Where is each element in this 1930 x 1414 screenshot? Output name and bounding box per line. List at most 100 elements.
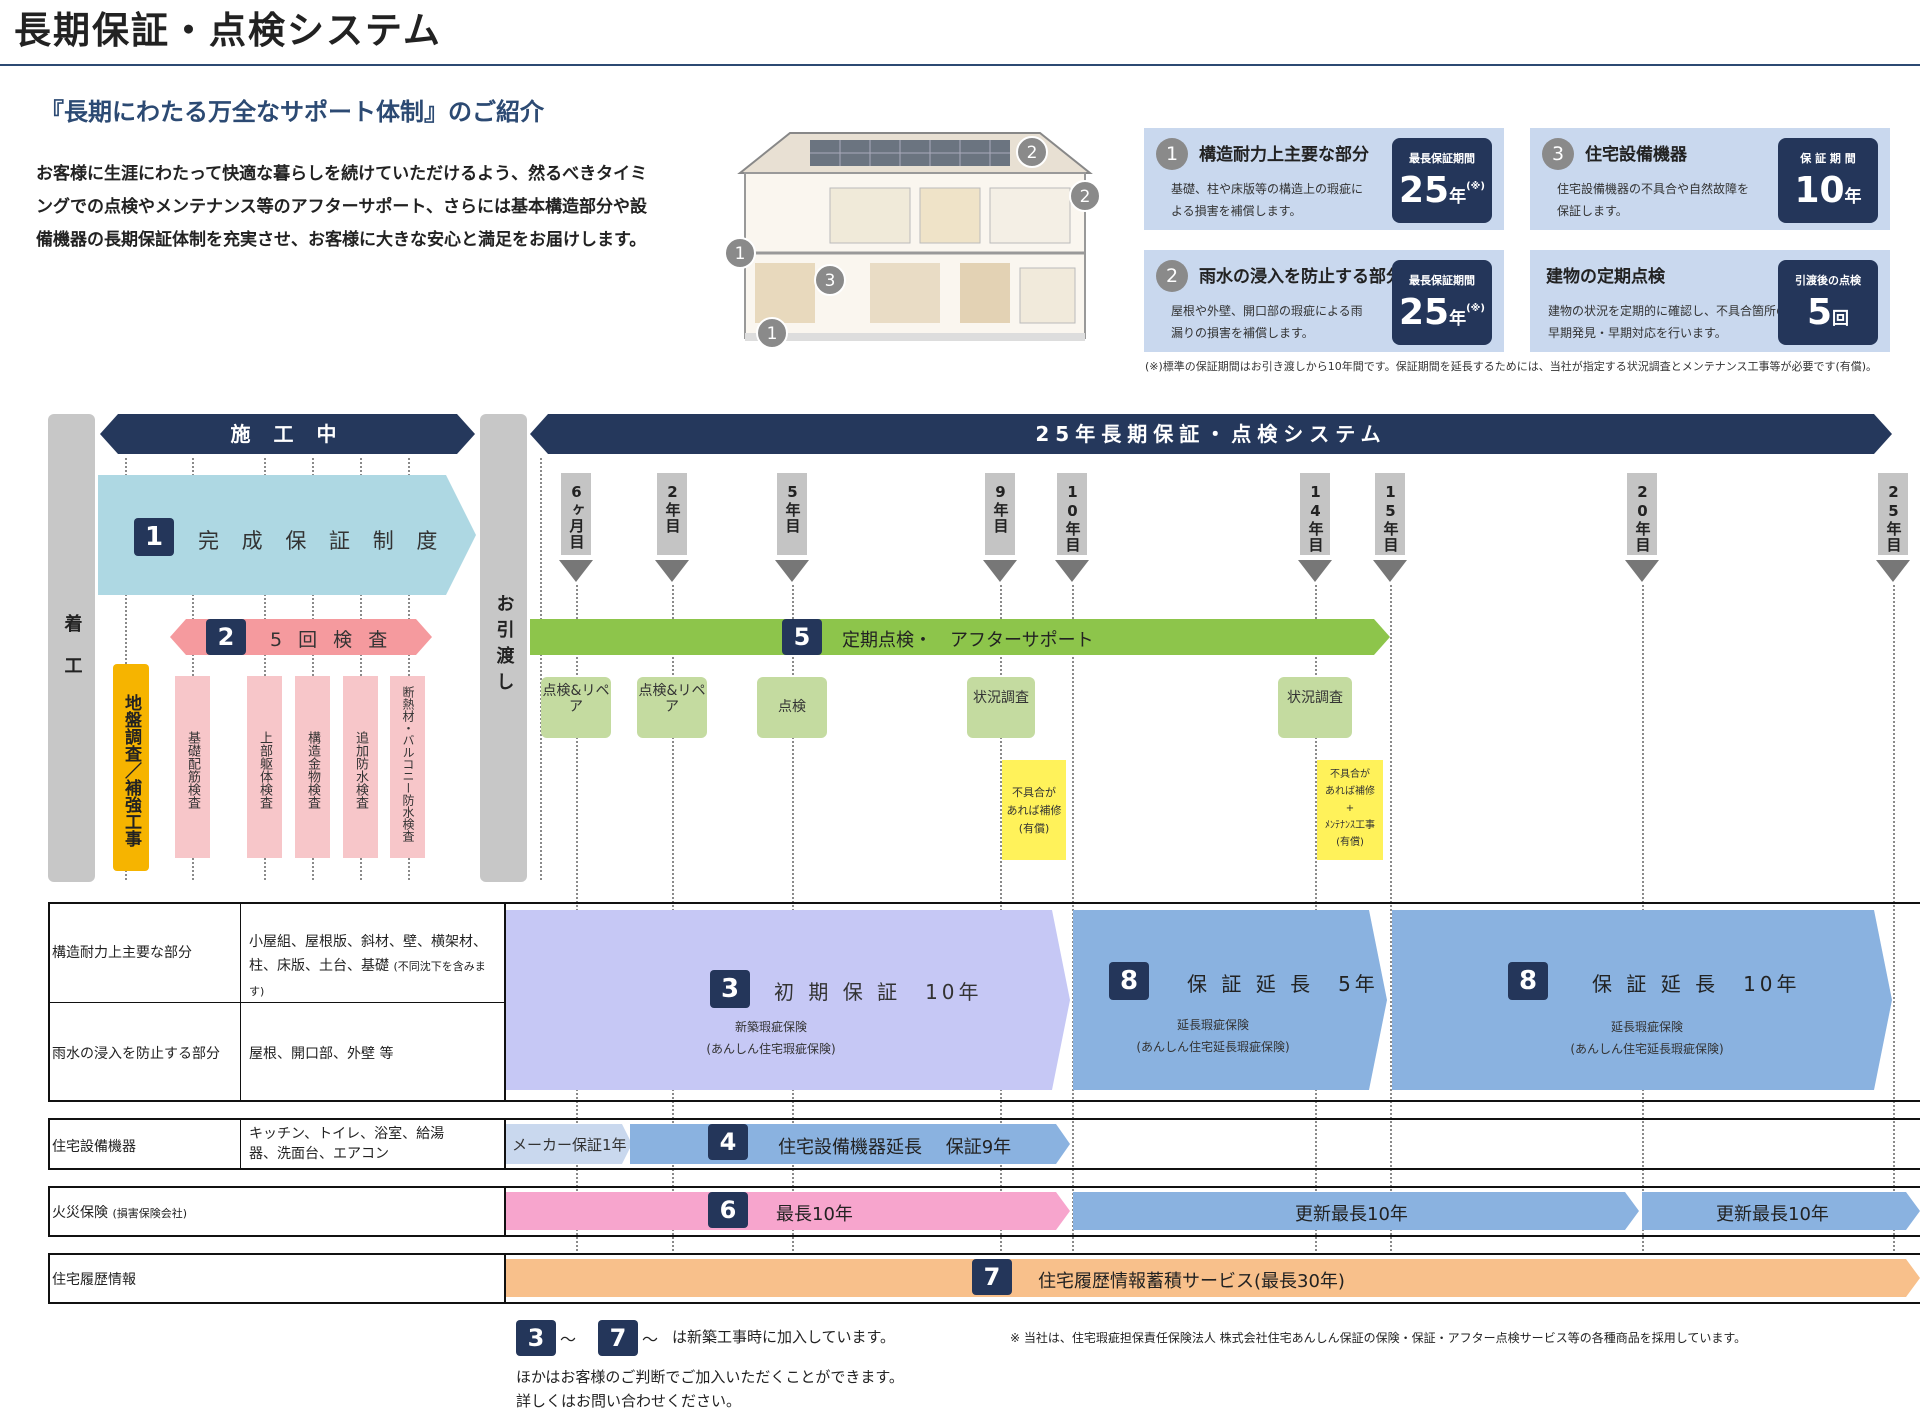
footer-number-7: 7 (598, 1320, 638, 1356)
fire-insurance-arrow: 最長10年 (506, 1192, 1070, 1230)
card-number: 1 (1156, 138, 1188, 170)
periodic-arrow: 定期点検・ アフターサポート (530, 619, 1390, 655)
initial-warranty-label: 初 期 保 証 10年 (774, 980, 983, 1004)
house-callout-1b: 1 (767, 324, 778, 344)
history-label: 住宅履歴情報蓄積サービス(最長30年) (1038, 1271, 1345, 1292)
repair-note-9y: 不具合が あれば補修 (有償) (1002, 760, 1066, 860)
card-structure: 1 構造耐力上主要な部分 基礎、柱や床版等の構造上の瑕疵による損害を補償します。… (1144, 128, 1504, 230)
start-label: 着工 (61, 614, 83, 698)
year-marker-4: 9年目 (985, 473, 1015, 555)
history-arrow: 住宅履歴情報蓄積サービス(最長30年) (506, 1259, 1920, 1297)
year-marker-3: 5年目 (777, 473, 807, 555)
fire-insurance-label: 最長10年 (776, 1204, 853, 1225)
construction-header: 施 工 中 (100, 414, 475, 454)
callout-markers: 2 2 1 3 1 (724, 136, 1101, 349)
page-title: 長期保証・点検システム (14, 9, 442, 52)
cards-footnote: (※)標準の保証期間はお引き渡しから10年間です。保証期間を延長するためには、当… (1145, 360, 1878, 373)
year-marker-pointer (559, 560, 593, 582)
row-structure-label: 構造耐力上主要な部分 (52, 945, 192, 961)
year-guide-line (1893, 585, 1895, 1255)
equipment-extension-arrow: 住宅設備機器延長 保証9年 (630, 1124, 1070, 1164)
system-header: 25年長期保証・点検システム (530, 414, 1892, 454)
equipment-extension-label: 住宅設備機器延長 保証9年 (778, 1137, 1012, 1158)
equipment-number: 4 (708, 1124, 748, 1160)
frame-inspection-item: 上部躯体検査 (247, 676, 282, 858)
year-marker-pointer (1625, 560, 1659, 582)
survey-14y: 状況調査 (1278, 677, 1352, 738)
fire-renew1-arrow: 更新最長10年 (1073, 1192, 1639, 1230)
ground-survey-item: 地盤調査／補強工事 (113, 664, 149, 871)
year-marker-pointer (655, 560, 689, 582)
construction-guide-line (360, 458, 362, 880)
inspection-6m: 点検&リペア (541, 677, 611, 738)
intro-subtitle: 『長期にわたる万全なサポート体制』のご紹介 (40, 97, 544, 126)
footer-line3: 詳しくはお問い合わせください。 (516, 1392, 742, 1410)
construction-guide-line (264, 458, 266, 880)
construction-guide-line (312, 458, 314, 880)
start-bar: 着工 (48, 414, 95, 882)
footer-tilde-1: 〜 (560, 1330, 577, 1349)
extension5-label: 保 証 延 長 5年 (1187, 972, 1379, 996)
inspection5-number: 2 (206, 619, 246, 655)
year-marker-7: 15年目 (1375, 473, 1405, 555)
fire-renew1-label: 更新最長10年 (1295, 1204, 1408, 1225)
periodic-number: 5 (782, 619, 822, 655)
card-desc: 屋根や外壁、開口部の瑕疵による雨漏りの損害を補償します。 (1171, 304, 1363, 340)
handover-bar: お引渡し (480, 414, 527, 882)
fire-renew2-arrow: 更新最長10年 (1642, 1192, 1920, 1230)
card-title: 構造耐力上主要な部分 (1199, 145, 1369, 165)
house-callout-1a: 1 (735, 244, 746, 264)
extension5-number: 8 (1109, 962, 1149, 1000)
maker-warranty-label: メーカー保証1年 (512, 1136, 627, 1154)
house-callout-3: 3 (825, 271, 836, 291)
year-marker-8: 20年目 (1627, 473, 1657, 555)
extension5-arrow: 8 保 証 延 長 5年 延長瑕疵保険(あんしん住宅延長瑕疵保険) (1073, 910, 1387, 1090)
year-guide-line (1390, 585, 1392, 1255)
house-illustration: 2 2 1 3 1 (724, 132, 1101, 349)
card-title: 建物の定期点検 (1546, 267, 1665, 287)
construction-guide-line (192, 458, 194, 880)
intro-text: お客様に生涯にわたって快適な暮らしを続けていただけるよう、然るべきタイミングでの… (36, 164, 648, 250)
repair-note-14y: 不具合が あれば補修 + ﾒﾝﾃﾅﾝｽ工事 (有償) (1317, 760, 1383, 860)
inspection-2y: 点検&リペア (637, 677, 707, 738)
house-callout-2b: 2 (1080, 187, 1091, 207)
footer-number-3: 3 (516, 1320, 556, 1356)
extension10-label: 保 証 延 長 10年 (1592, 972, 1801, 996)
year-marker-2: 2年目 (657, 473, 687, 555)
card-rain: 2 雨水の浸入を防止する部分 屋根や外壁、開口部の瑕疵による雨漏りの損害を補償し… (1144, 250, 1504, 352)
fire-renew2-label: 更新最長10年 (1716, 1204, 1829, 1225)
handover-label: お引渡し (493, 594, 515, 698)
card-desc: 住宅設備機器の不具合や自然故障を保証します。 (1557, 182, 1750, 218)
card-inspection: 建物の定期点検 建物の状況を定期的に確認し、不具合箇所の早期発見・早期対応を行い… (1530, 250, 1890, 352)
year-marker-5: 10年目 (1057, 473, 1087, 555)
year-marker-pointer (1373, 560, 1407, 582)
house-callout-2a: 2 (1027, 143, 1038, 163)
row-history-label: 住宅履歴情報 (52, 1272, 136, 1288)
periodic-label: 定期点検・ アフターサポート (842, 630, 1094, 651)
year-marker-pointer (775, 560, 809, 582)
completion-label: 完 成 保 証 制 度 (198, 529, 446, 553)
year-marker-pointer (1876, 560, 1910, 582)
card-desc: 基礎、柱や床版等の構造上の瑕疵による損害を補償します。 (1171, 182, 1364, 218)
row-structure-detail: 小屋組、屋根版、斜材、壁、横架材、柱、床版、土台、基礎 (不同沈下を含みます) (249, 934, 487, 998)
footer-line1: は新築工事時に加入しています。 (672, 1328, 896, 1346)
footer-right-note: ※ 当社は、住宅瑕疵担保責任保険法人 株式会社住宅あんしん保証の保険・保証・アフ… (1010, 1331, 1747, 1345)
card-number: 2 (1156, 260, 1188, 292)
completion-number: 1 (134, 518, 174, 556)
row-equipment-label: 住宅設備機器 (52, 1139, 136, 1155)
card-title: 雨水の浸入を防止する部分 (1199, 267, 1403, 287)
year-marker-9: 25年目 (1878, 473, 1908, 555)
title-divider (0, 64, 1920, 66)
history-number: 7 (972, 1259, 1012, 1295)
footer-line2: ほかはお客様のご判断でご加入いただくことができます。 (516, 1368, 904, 1386)
row-equipment-detail: キッチン、トイレ、浴室、給湯器、洗面台、エアコン (249, 1126, 445, 1162)
year-marker-6: 14年目 (1300, 473, 1330, 555)
insulation-inspection-item: 断熱材・バルコニー防水検査 (390, 676, 425, 858)
extension10-arrow: 8 保 証 延 長 10年 延長瑕疵保険(あんしん住宅延長瑕疵保険) (1392, 910, 1892, 1090)
initial-warranty-number: 3 (710, 970, 750, 1008)
